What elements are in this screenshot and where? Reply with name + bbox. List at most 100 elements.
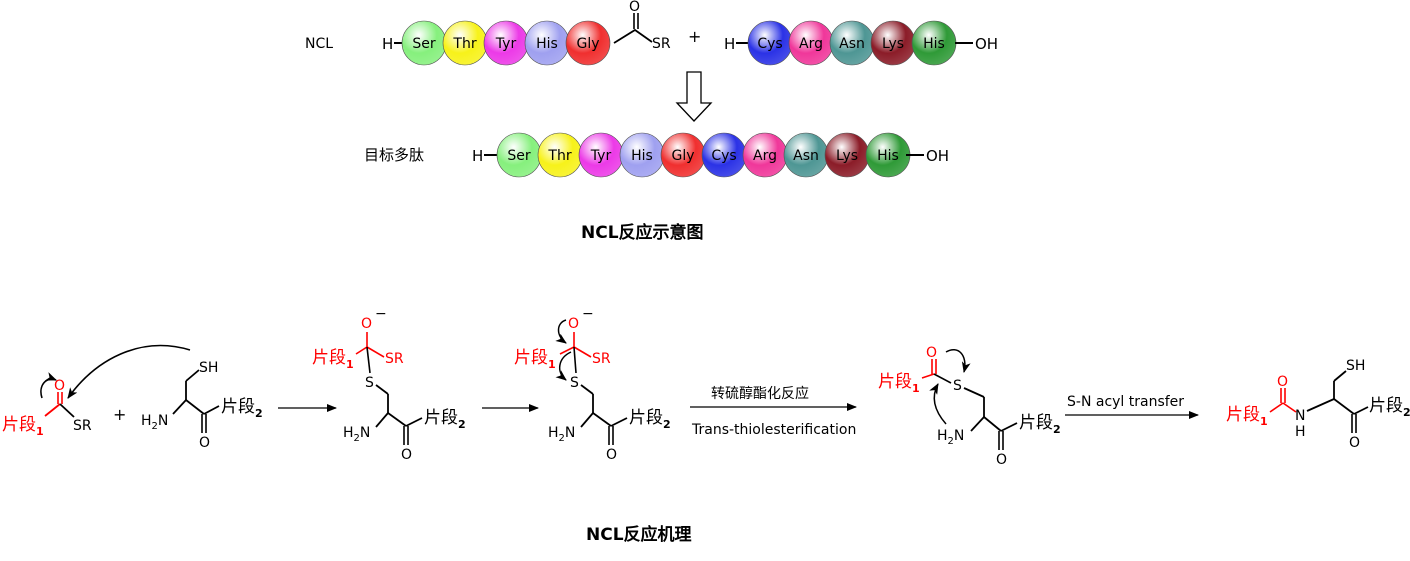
trans-thiolesterification-label-en: Trans-thiolesterification bbox=[691, 422, 856, 438]
s-e: S bbox=[953, 378, 962, 394]
ca-co-bond-e bbox=[983, 416, 1002, 432]
residue-label: Ser bbox=[412, 36, 436, 52]
curved-arrow-icon-d2 bbox=[555, 351, 572, 381]
frag1-label-e: 片段1 bbox=[878, 372, 920, 395]
residue-bead-gly bbox=[565, 20, 611, 66]
frag1-bond-f bbox=[1269, 402, 1284, 413]
s-d: S bbox=[570, 375, 579, 391]
frag1-label-a: 片段1 bbox=[2, 415, 44, 438]
mech-plus-sign: + bbox=[113, 405, 126, 424]
frag1-bond-c bbox=[355, 346, 368, 355]
amide-h-f: H bbox=[1295, 424, 1306, 440]
frag2-bond-e bbox=[1000, 422, 1018, 432]
minus-c: − bbox=[375, 306, 387, 322]
sh-bond-b bbox=[185, 369, 200, 382]
curved-arrow-icon-a bbox=[40, 372, 57, 399]
oxyanion-d: O bbox=[568, 316, 579, 332]
frag1-bond-e bbox=[921, 373, 935, 379]
carbonyl-o-f2: O bbox=[1349, 435, 1360, 451]
residue-label: Cys bbox=[757, 36, 782, 52]
frag1-label-f: 片段1 bbox=[1226, 405, 1268, 428]
c-n-bond-f bbox=[1282, 402, 1297, 413]
curved-arrow-icon-e1 bbox=[945, 349, 971, 373]
nh2-b: H2N bbox=[141, 413, 168, 432]
ca-co-bond-c bbox=[387, 412, 407, 427]
residue-label: Asn bbox=[839, 36, 865, 52]
ca-n-bond-e bbox=[970, 416, 985, 432]
curved-arrow-icon-e2 bbox=[929, 383, 947, 425]
n-ca-bond-f bbox=[1306, 398, 1335, 412]
residue-label: Gly bbox=[576, 36, 599, 52]
residue-label: His bbox=[536, 36, 558, 52]
ca-co-bond-d bbox=[592, 412, 612, 427]
residue-label: Thr bbox=[452, 36, 476, 52]
structure-thioester-intermediate: O 片段1 S H2N O 片段2 bbox=[878, 345, 1061, 468]
thioester-oxygen: O bbox=[629, 0, 640, 15]
sr-c: SR bbox=[385, 351, 404, 367]
sn-acyl-transfer-label: S-N acyl transfer bbox=[1067, 394, 1184, 410]
peptide1-n-terminus: H bbox=[382, 35, 393, 53]
product-c-terminus: OH bbox=[926, 147, 949, 165]
carbonyl-o-b: O bbox=[199, 435, 210, 451]
residue-label: Arg bbox=[799, 36, 823, 52]
sh-f: SH bbox=[1346, 358, 1365, 374]
hollow-down-arrow-icon bbox=[675, 71, 713, 122]
s-ch2-bond-e bbox=[963, 387, 985, 398]
carbonyl-o-d: O bbox=[606, 447, 617, 463]
sh-b: SH bbox=[199, 360, 218, 376]
peptide1-chain: Ser Thr Tyr His Gly bbox=[401, 20, 611, 66]
thioester-bonds bbox=[613, 28, 653, 44]
product-n-terminus: H bbox=[472, 147, 483, 165]
mechanism-section: 片段1 O SR + SH H2N O 片段2 bbox=[2, 306, 1410, 468]
nh2-c: H2N bbox=[343, 425, 370, 444]
carbonyl-o-e: O bbox=[926, 345, 937, 361]
carbonyl-o-a: O bbox=[54, 378, 65, 394]
residue-label: Cys bbox=[711, 148, 736, 164]
carbonyl-o-c: O bbox=[401, 447, 412, 463]
minus-d: − bbox=[582, 306, 594, 322]
nucleophilic-attack-arrow-icon bbox=[67, 344, 191, 399]
ca-n-bond-d bbox=[580, 412, 594, 428]
sr-d: SR bbox=[592, 351, 611, 367]
curved-arrow-icon-d1 bbox=[555, 319, 567, 344]
s-ch2-bond-d bbox=[580, 384, 594, 395]
frag2-bond-f bbox=[1353, 406, 1369, 415]
c-sr-bond-c bbox=[366, 346, 385, 358]
residue-label: His bbox=[877, 148, 899, 164]
c-s-bond-c bbox=[366, 346, 371, 374]
ca-n-bond-b bbox=[172, 399, 187, 415]
frag1-label-d: 片段1 bbox=[514, 348, 556, 371]
residue-label: Tyr bbox=[590, 148, 612, 164]
frag2-label-d: 片段2 bbox=[629, 408, 671, 431]
ca-n-bond-c bbox=[375, 412, 389, 428]
nh2-e: H2N bbox=[937, 428, 964, 447]
frag2-label-f: 片段2 bbox=[1369, 396, 1410, 419]
structure-product: 片段1 O N H SH O 片段2 bbox=[1226, 358, 1410, 451]
structure-intermediate-1: O − 片段1 SR S H2N O 片段2 bbox=[312, 306, 466, 463]
trans-thiolesterification-label-cn: 转硫醇酯化反应 bbox=[711, 385, 809, 402]
c-s-bond-d bbox=[573, 346, 577, 374]
residue-label: Tyr bbox=[495, 36, 517, 52]
product-label: 目标多肽 bbox=[364, 146, 424, 164]
c-s-bond-a bbox=[59, 403, 75, 418]
residue-label: His bbox=[923, 36, 945, 52]
carbonyl-o-f: O bbox=[1277, 374, 1288, 390]
frag2-label-e: 片段2 bbox=[1019, 413, 1061, 436]
residue-label: Lys bbox=[836, 148, 858, 164]
residue-label: Gly bbox=[671, 148, 694, 164]
peptide2-c-terminus: OH bbox=[975, 35, 998, 53]
sh-bond-f bbox=[1333, 370, 1347, 382]
ca-co-bond-b bbox=[185, 399, 205, 415]
schematic-caption: NCL反应示意图 bbox=[581, 223, 704, 243]
structure-intermediate-2: O − 片段1 SR S H2N O 片段2 bbox=[514, 306, 671, 463]
amide-n-f: N bbox=[1295, 408, 1305, 424]
oxyanion-c: O bbox=[361, 316, 372, 332]
residue-label: Arg bbox=[753, 148, 777, 164]
c-s-bond-e bbox=[933, 373, 952, 384]
frag2-bond-b bbox=[203, 405, 220, 415]
residue-label: Thr bbox=[547, 148, 571, 164]
frag2-label-c: 片段2 bbox=[424, 408, 466, 431]
